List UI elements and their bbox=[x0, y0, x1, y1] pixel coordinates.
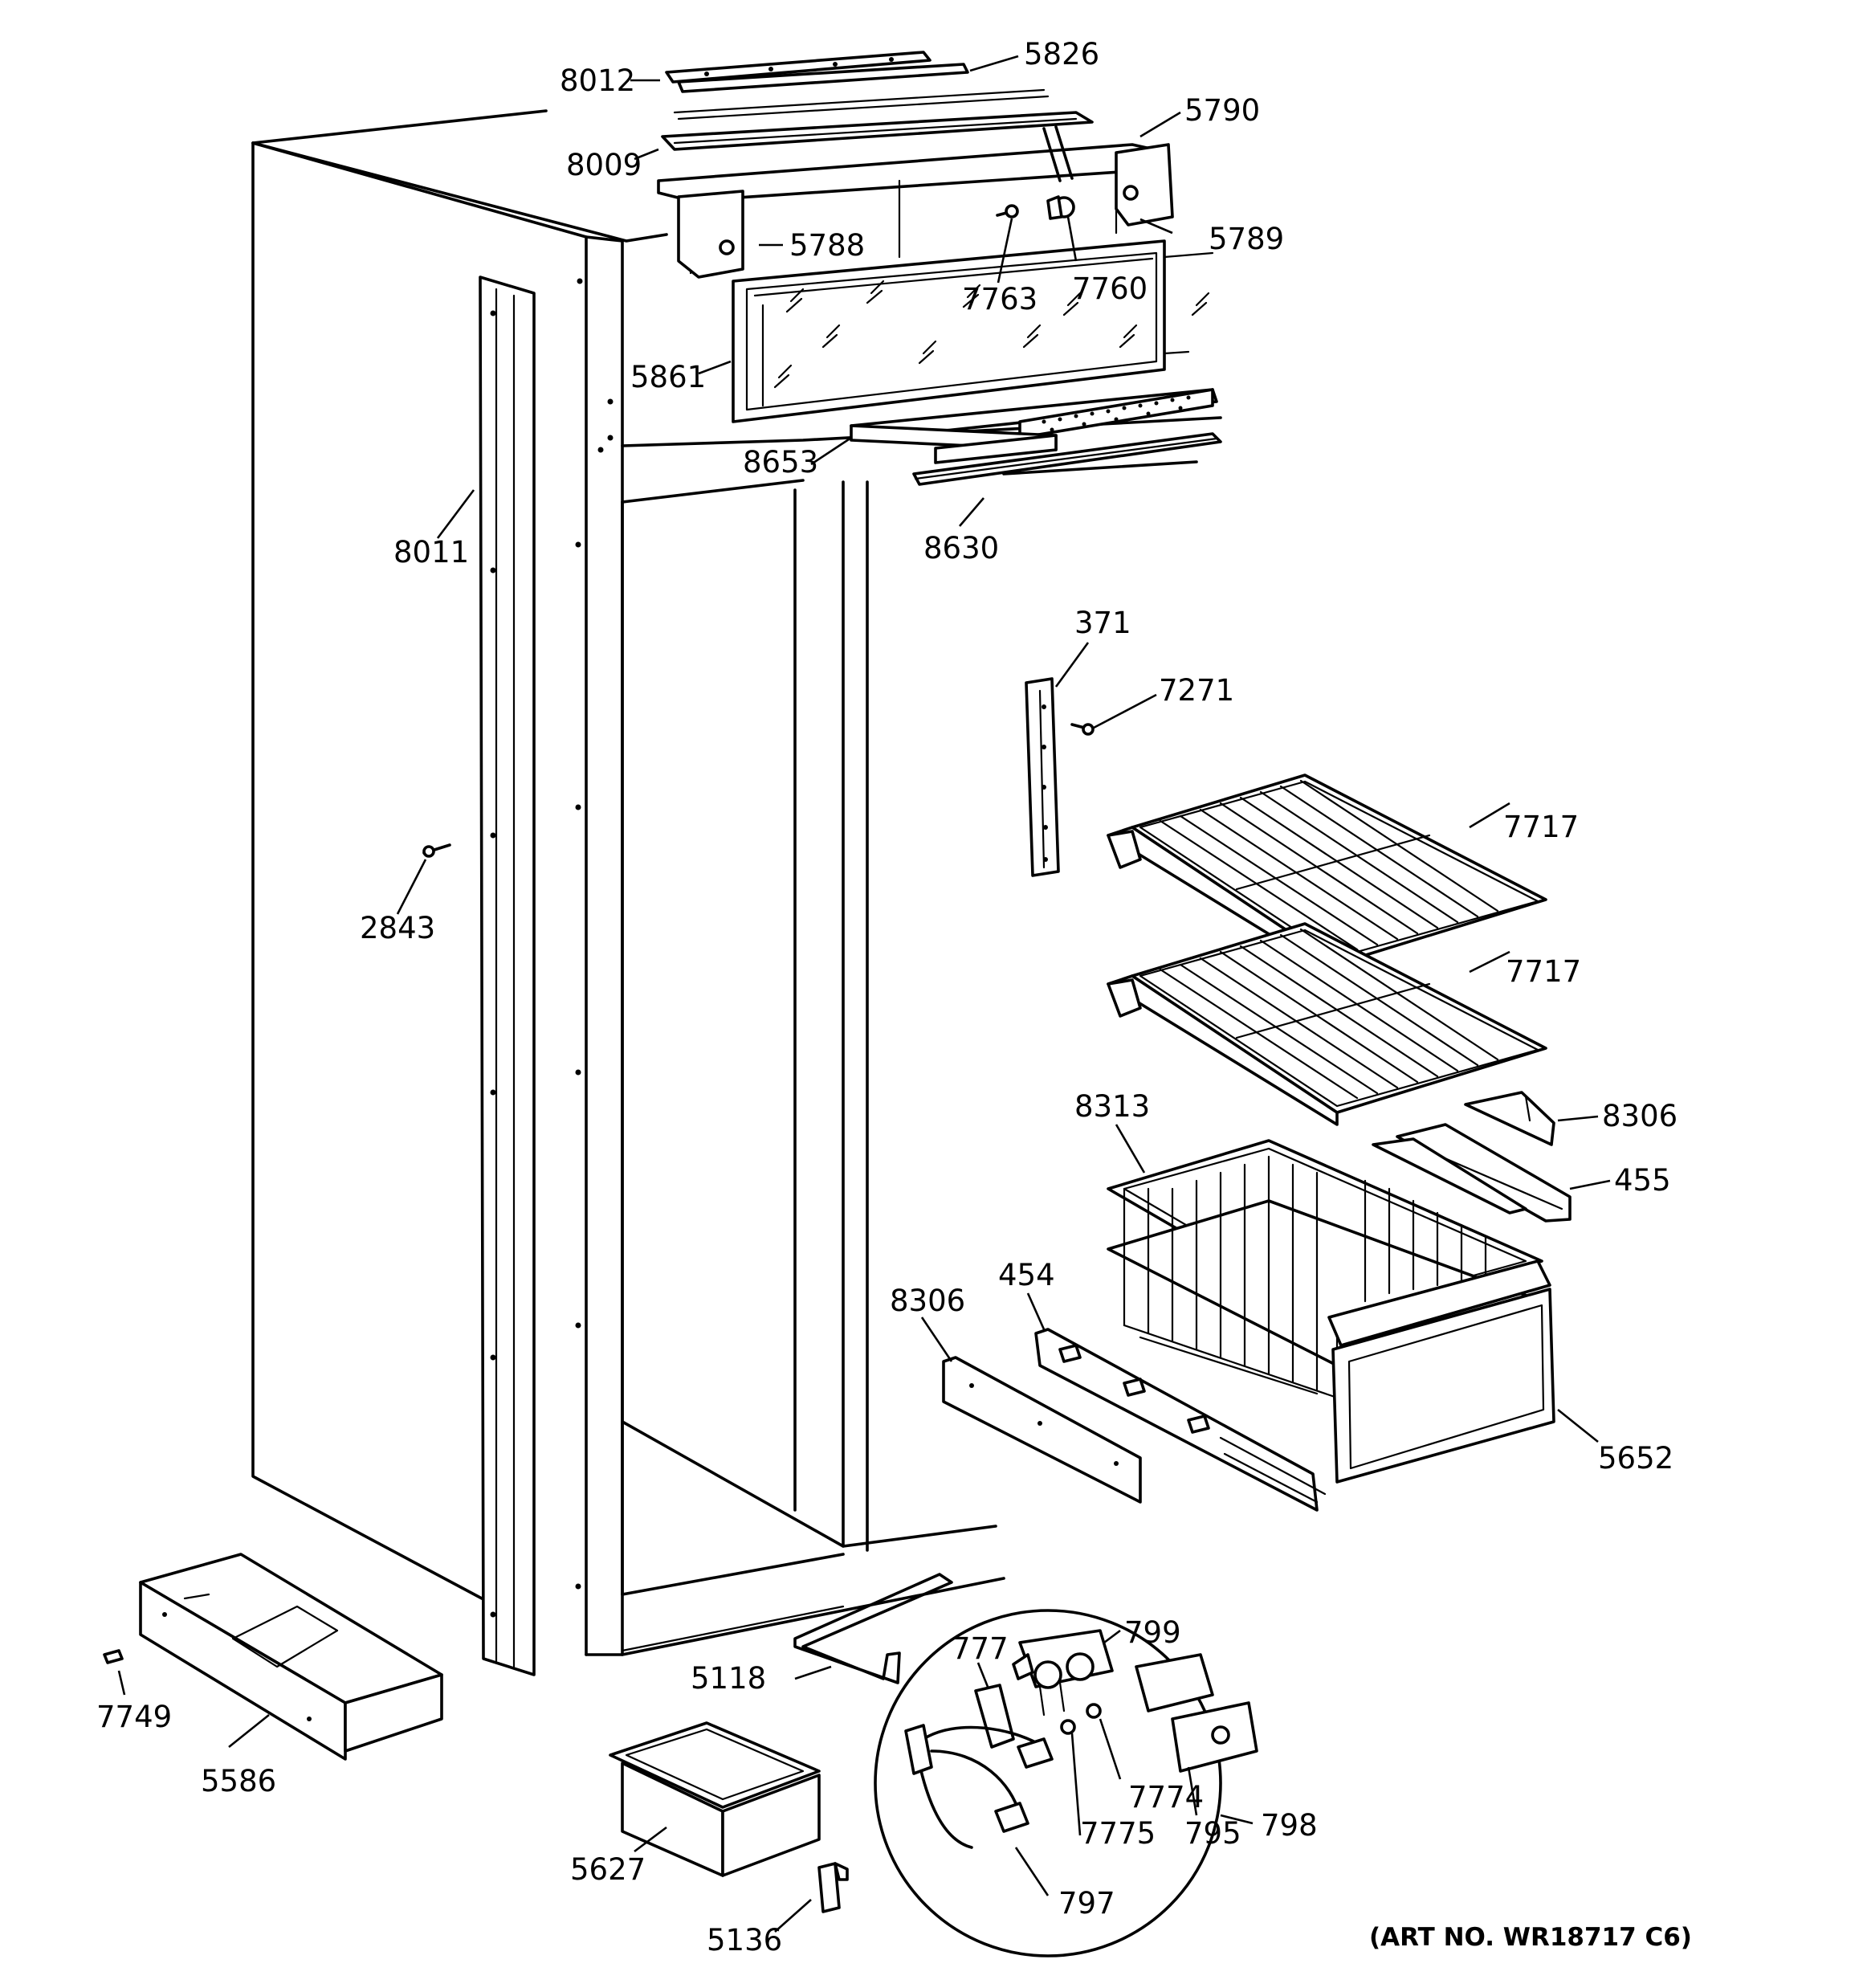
clip-7749 bbox=[103, 1649, 124, 1664]
bracket-5789 bbox=[1115, 143, 1174, 227]
knob-7760 bbox=[1046, 195, 1075, 220]
cover-5586 bbox=[139, 1553, 443, 1761]
label-7763: 7763 bbox=[962, 282, 1037, 316]
screw-7271 bbox=[1070, 723, 1095, 736]
top-bar-5826 bbox=[673, 88, 1050, 120]
label-8009: 8009 bbox=[566, 148, 642, 182]
label-8306-left: 8306 bbox=[890, 1284, 965, 1318]
vent-8653 bbox=[850, 388, 1218, 451]
top-trim-8012 bbox=[665, 51, 969, 93]
bracket-5788 bbox=[677, 190, 744, 279]
label-7271: 7271 bbox=[1159, 673, 1234, 708]
bracket-5136 bbox=[817, 1862, 849, 1913]
rail-8630 bbox=[912, 432, 1222, 486]
label-7717-bottom: 7717 bbox=[1506, 954, 1581, 989]
label-7774: 7774 bbox=[1128, 1780, 1204, 1815]
label-7749: 7749 bbox=[96, 1700, 172, 1734]
slide-8306-left bbox=[942, 1356, 1142, 1504]
label-8630: 8630 bbox=[923, 531, 999, 565]
label-5790: 5790 bbox=[1184, 93, 1260, 128]
screw-2843 bbox=[422, 843, 451, 858]
label-454: 454 bbox=[998, 1258, 1055, 1292]
label-799: 799 bbox=[1124, 1615, 1181, 1650]
label-8313: 8313 bbox=[1074, 1089, 1150, 1124]
label-777: 777 bbox=[952, 1631, 1009, 1666]
label-371: 371 bbox=[1074, 606, 1131, 640]
label-798: 798 bbox=[1261, 1808, 1318, 1843]
label-8011: 8011 bbox=[393, 535, 469, 569]
leader-lines bbox=[117, 55, 1611, 1933]
wire-5118 bbox=[793, 1573, 953, 1684]
label-5652: 5652 bbox=[1598, 1441, 1673, 1476]
label-5789: 5789 bbox=[1209, 222, 1284, 256]
light-shield-5861 bbox=[732, 239, 1214, 423]
screw-7763 bbox=[996, 204, 1019, 218]
label-5586: 5586 bbox=[201, 1764, 276, 1798]
label-7760: 7760 bbox=[1072, 271, 1148, 306]
label-5788: 5788 bbox=[789, 228, 865, 263]
channel-8009 bbox=[661, 111, 1094, 151]
label-8306-right: 8306 bbox=[1602, 1099, 1678, 1133]
inset-circle-798 bbox=[874, 1609, 1258, 1957]
label-5118: 5118 bbox=[691, 1661, 766, 1696]
label-7775: 7775 bbox=[1080, 1816, 1156, 1851]
label-5136: 5136 bbox=[707, 1923, 782, 1957]
art-number: (ART NO. WR18717 C6) bbox=[1369, 1923, 1692, 1952]
label-795: 795 bbox=[1184, 1816, 1241, 1851]
label-5861: 5861 bbox=[630, 360, 706, 394]
label-8653: 8653 bbox=[743, 445, 818, 480]
trim-strip-8011 bbox=[479, 276, 536, 1676]
cabinet bbox=[251, 109, 1222, 1656]
slide-455 bbox=[1372, 1123, 1572, 1223]
label-797: 797 bbox=[1058, 1886, 1115, 1921]
label-455: 455 bbox=[1614, 1163, 1671, 1198]
slide-8306-right bbox=[1464, 1091, 1555, 1146]
wire-shelf-7717-bottom bbox=[1107, 922, 1547, 1126]
label-8012: 8012 bbox=[560, 63, 635, 98]
label-5627: 5627 bbox=[570, 1852, 646, 1887]
label-7717-top: 7717 bbox=[1503, 810, 1579, 844]
tray-5627 bbox=[609, 1721, 821, 1877]
callout-labels: 8012 5826 5790 8009 5788 5789 7763 7760 … bbox=[96, 37, 1692, 1957]
shelf-support-371 bbox=[1025, 677, 1060, 877]
label-5826: 5826 bbox=[1024, 37, 1099, 71]
basket-8313 bbox=[1107, 1139, 1555, 1484]
slide-454 bbox=[1034, 1328, 1327, 1512]
label-2843: 2843 bbox=[360, 911, 435, 945]
